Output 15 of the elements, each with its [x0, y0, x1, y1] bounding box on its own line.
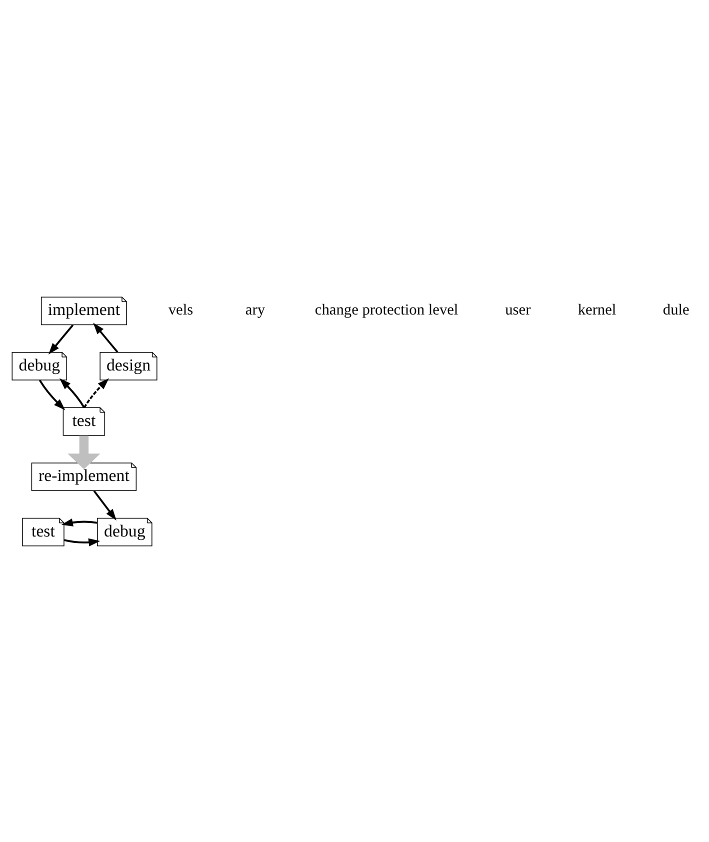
- label: change protection level: [314, 301, 458, 318]
- label: ary: [245, 301, 266, 318]
- arrow: [48, 324, 74, 354]
- arrow: [64, 538, 100, 546]
- label: user: [505, 301, 531, 318]
- arrow: [93, 490, 116, 520]
- arrow: [38, 379, 66, 410]
- arrow: [61, 518, 98, 526]
- arrow: [68, 435, 100, 469]
- arrow: [93, 322, 118, 352]
- label: kernel: [578, 301, 616, 318]
- label: vels: [168, 301, 194, 318]
- label: dule: [662, 301, 690, 318]
- arrow: [59, 378, 85, 408]
- arrow: [83, 378, 109, 408]
